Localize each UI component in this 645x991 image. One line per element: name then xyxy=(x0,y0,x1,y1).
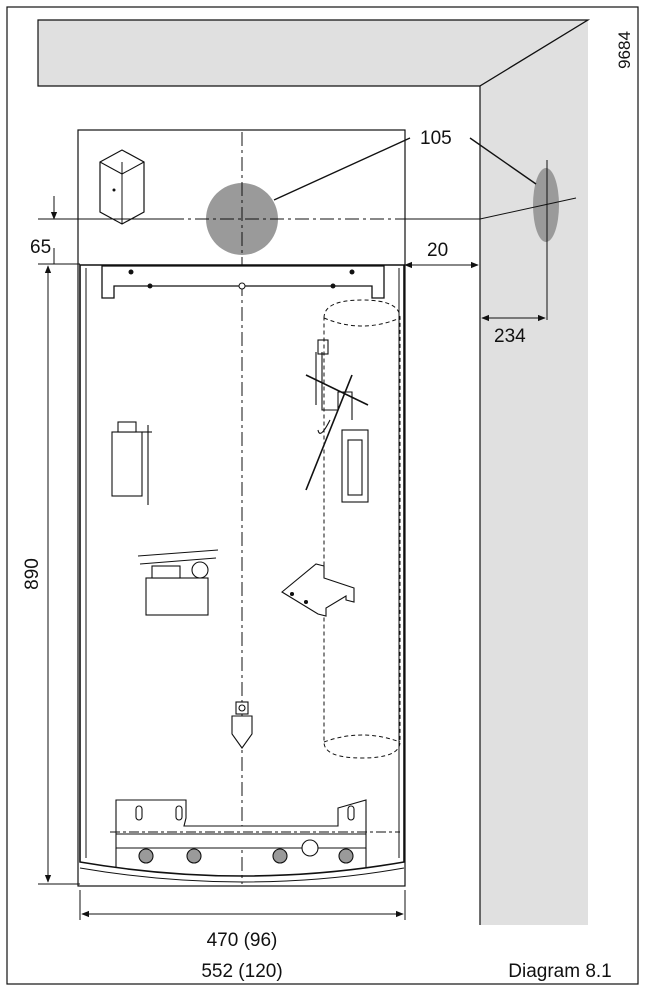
height-dimension xyxy=(38,265,80,885)
wall-mounting-bracket xyxy=(101,265,385,299)
plumb-bob xyxy=(231,701,253,749)
crossed-out-component xyxy=(305,339,369,503)
flue-offset-label: 234 xyxy=(494,326,526,347)
figure-frame xyxy=(6,6,639,985)
flue-diameter-label: 105 xyxy=(420,128,452,149)
support-bracket xyxy=(281,563,355,617)
width-label-552: 552 (120) xyxy=(201,961,282,982)
flue-diameter-leader xyxy=(273,137,537,201)
side-wall xyxy=(480,20,588,925)
top-clearance-label: 65 xyxy=(30,237,51,258)
pipe-connection-bracket xyxy=(110,799,400,868)
top-clearance-dimension xyxy=(38,196,80,265)
width-label-470: 470 (96) xyxy=(207,930,278,951)
expansion-vessel-outline xyxy=(323,299,401,759)
figure-code: 9684 xyxy=(615,31,634,69)
electrical-box xyxy=(99,149,145,225)
width-dimension xyxy=(79,890,406,920)
side-clearance-label: 20 xyxy=(427,240,448,261)
pump-component xyxy=(111,421,152,505)
height-label: 890 xyxy=(22,558,43,590)
gas-valve-component xyxy=(137,549,219,616)
diagram-caption: Diagram 8.1 xyxy=(508,961,612,982)
